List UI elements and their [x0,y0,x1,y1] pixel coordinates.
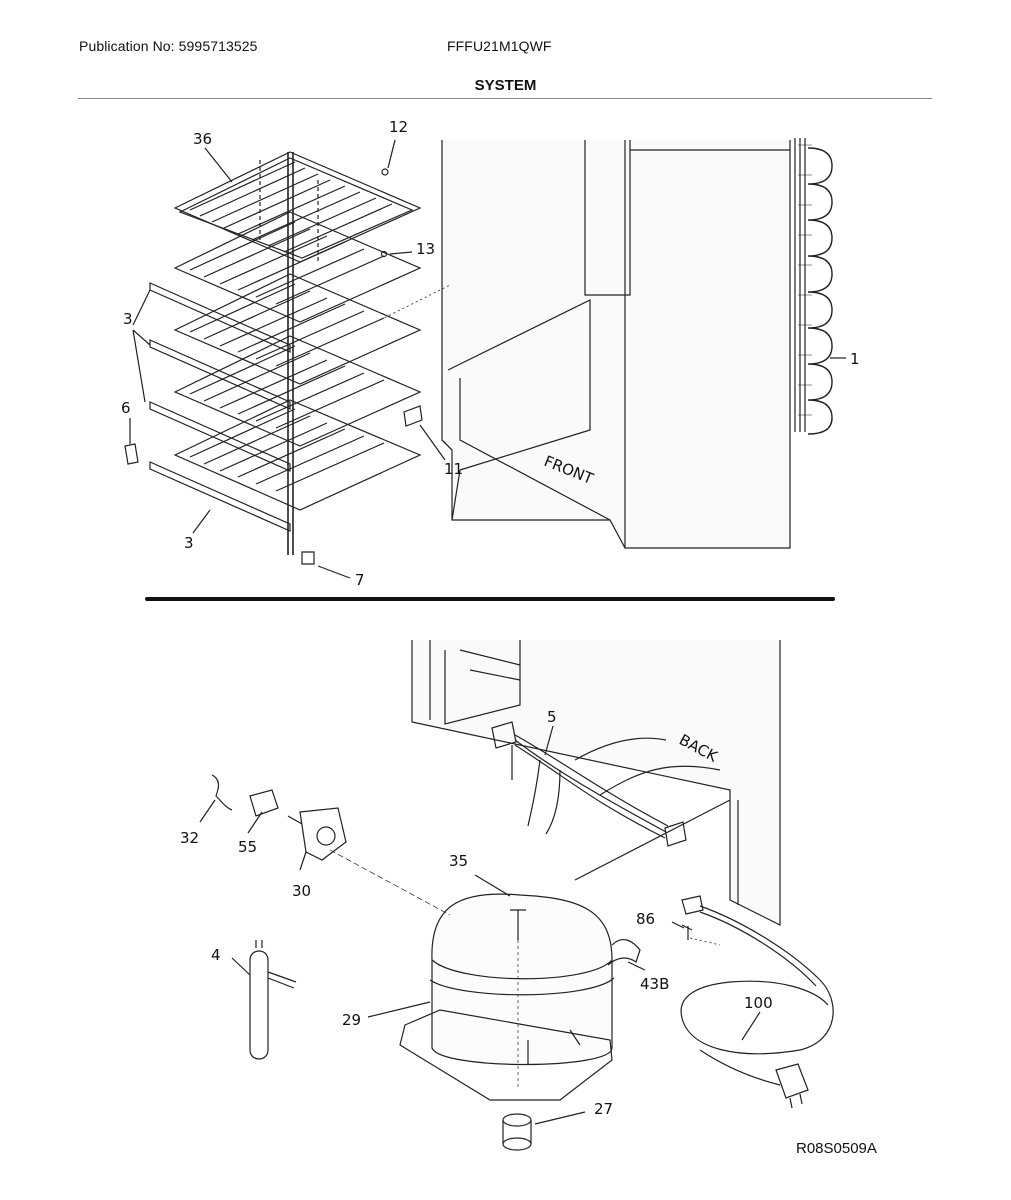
condenser-coil [794,138,833,435]
callouts-bottom: 5 32 55 30 35 86 43B 4 29 100 27 [180,708,773,1118]
wire-clip-shape [211,774,233,811]
part-13-shape [380,250,388,258]
shelf-supports [149,282,291,532]
callout-4: 4 [211,946,221,964]
callout-36: 36 [193,130,212,148]
callout-3-lower: 3 [184,534,194,552]
callout-100: 100 [744,994,773,1012]
relay-shape [249,789,279,817]
callout-55: 55 [238,838,257,856]
callout-11: 11 [444,460,463,478]
clamp-shape [607,938,641,966]
part-11-shape [403,405,423,427]
cabinet-rear: BACK [411,640,781,926]
overload-shape [299,807,347,861]
callout-12: 12 [389,118,408,136]
part-7-shape [301,551,315,565]
header-rule [78,98,932,99]
freezer-cabinet: FRONT [441,140,791,549]
callouts-top: 36 12 13 3 6 11 3 7 1 [121,118,860,589]
grommet [502,1113,532,1151]
filter-drier [249,940,297,1060]
compressor [329,849,615,1101]
evaporator-shelves [173,151,422,555]
callout-30: 30 [292,882,311,900]
page-title: SYSTEM [474,77,537,94]
callout-6: 6 [121,399,131,417]
callout-7: 7 [355,571,365,589]
callout-43b: 43B [640,975,669,993]
power-cord [680,895,834,1109]
part-12-shape [381,168,389,176]
callout-1: 1 [850,350,860,368]
callout-13: 13 [416,240,435,258]
callout-35: 35 [449,852,468,870]
part-6-shape [124,443,139,465]
wire-harness [491,721,721,847]
callout-32: 32 [180,829,199,847]
diagram-code: R08S0509A [796,1140,877,1157]
model-number: FFFU21M1QWF [447,38,552,54]
publication-number: Publication No: 5995713525 [79,38,258,54]
callout-5: 5 [547,708,557,726]
callout-3-upper: 3 [123,310,133,328]
callout-29: 29 [342,1011,361,1029]
section-divider [145,597,835,601]
screw-shape [681,924,693,940]
callout-27: 27 [594,1100,613,1118]
callout-86: 86 [636,910,655,928]
